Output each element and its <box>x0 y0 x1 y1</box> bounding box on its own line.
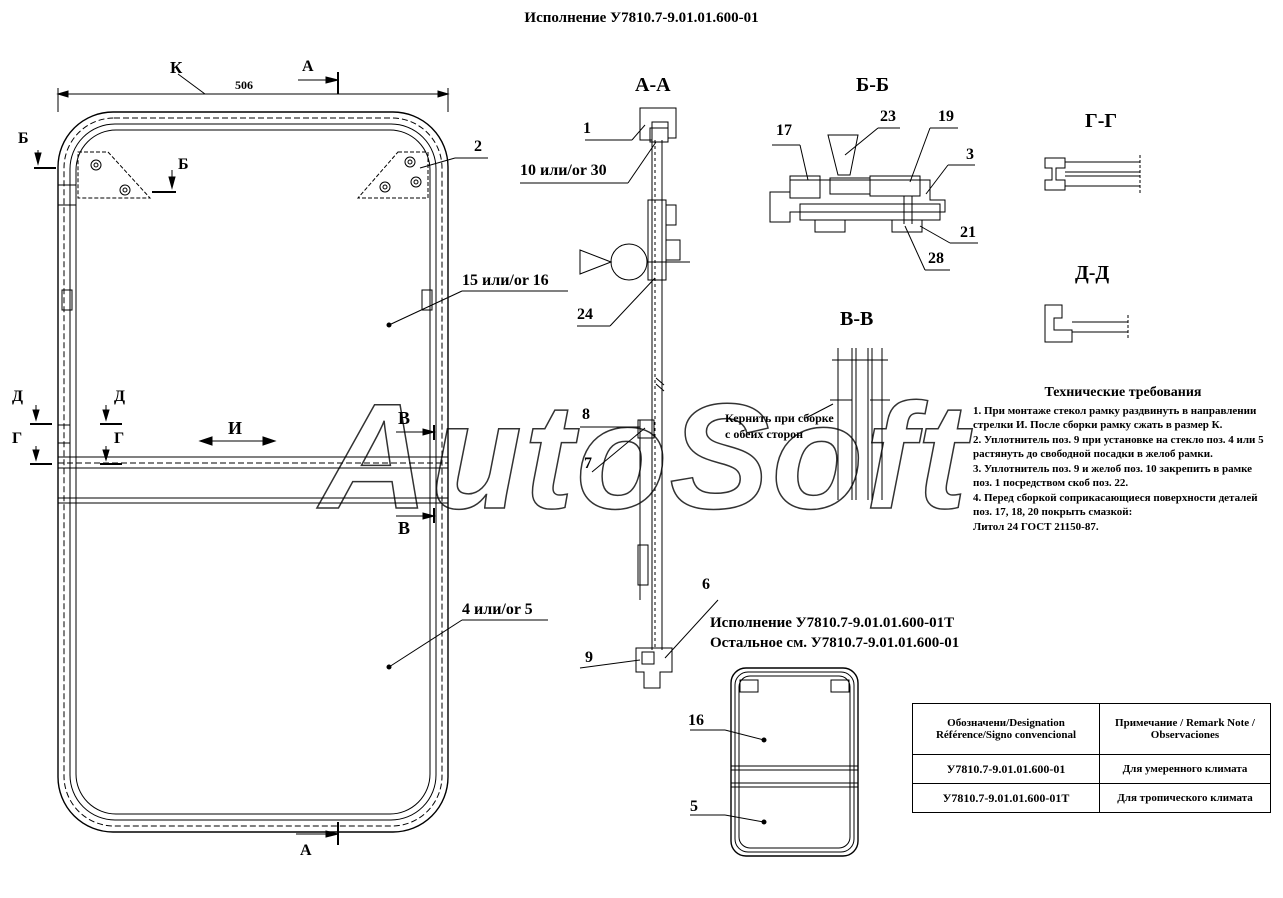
callout-23: 23 <box>880 108 896 125</box>
table-header-row: Обозначени/Designation Référence/Signo c… <box>912 703 1271 755</box>
marker-v-bottom: В <box>398 518 411 538</box>
callout-1: 1 <box>583 120 591 137</box>
callout-9: 9 <box>585 649 593 666</box>
section-aa-drawing <box>579 107 690 689</box>
marker-d-right: Д <box>114 388 126 405</box>
section-gg-drawing <box>1044 155 1141 195</box>
requirement-item: 4. Перед сборкой соприкасающиеся поверхн… <box>973 491 1258 519</box>
requirement-item: 3. Уплотнитель поз. 9 и желоб поз. 10 за… <box>973 462 1253 490</box>
marker-a-top: А <box>302 58 314 75</box>
designation-table: Обозначени/Designation Référence/Signo c… <box>912 703 1271 813</box>
punch-note: Кернить при сборке с обеих сторон <box>725 411 834 441</box>
callout-21: 21 <box>960 224 976 241</box>
table-cell-remark: Для тропического климата <box>1099 783 1271 813</box>
requirement-item: 1. При монтаже стекол рамку раздвинуть в… <box>973 404 1257 432</box>
watermark-autosoft: AutoSoft <box>319 371 970 541</box>
tropical-window-frame <box>730 667 859 857</box>
table-row: У7810.7-9.01.01.600-01 Для умеренного кл… <box>912 754 1271 784</box>
callout-3: 3 <box>966 146 974 163</box>
section-bb-drawing <box>769 134 946 233</box>
requirement-item: 2. Уплотнитель поз. 9 при установке на с… <box>973 433 1264 461</box>
callout-6: 6 <box>702 576 710 593</box>
tropical-line-1: Исполнение У7810.7-9.01.01.600-01Т <box>710 615 955 631</box>
section-title-bb: Б-Б <box>856 74 890 96</box>
main-window-frame <box>57 111 449 833</box>
marker-g-right: Г <box>114 430 125 447</box>
table-cell-remark: Для умеренного климата <box>1099 754 1271 784</box>
requirement-item: Литол 24 ГОСТ 21150-87. <box>973 520 1099 533</box>
tropical-line-2: Остальное см. У7810.7-9.01.01.600-01 <box>710 635 960 651</box>
section-title-dd: Д-Д <box>1075 262 1110 284</box>
marker-i: И <box>228 418 243 438</box>
table-row: У7810.7-9.01.01.600-01Т Для тропического… <box>912 783 1271 813</box>
section-vv-drawing <box>830 348 890 500</box>
marker-v-top: В <box>398 408 411 428</box>
drawing-title: Исполнение У7810.7-9.01.01.600-01 <box>524 10 759 26</box>
marker-a-bottom: А <box>300 842 312 859</box>
requirements-title: Технические требования <box>1044 385 1202 400</box>
callout-24: 24 <box>577 306 593 323</box>
corner-bracket-left <box>77 151 152 199</box>
callout-19: 19 <box>938 108 954 125</box>
section-title-gg: Г-Г <box>1085 110 1118 132</box>
callout-15-16: 15 или/or 16 <box>462 272 549 289</box>
marker-b-left: Б <box>18 130 29 147</box>
table-cell-designation: У7810.7-9.01.01.600-01 <box>912 754 1100 784</box>
table-header-designation: Обозначени/Designation Référence/Signo c… <box>912 703 1100 755</box>
section-dd-drawing <box>1044 304 1129 343</box>
callout-4-5: 4 или/or 5 <box>462 601 533 618</box>
callout-7: 7 <box>584 455 592 472</box>
marker-d-left: Д <box>12 388 24 405</box>
callout-10-30: 10 или/or 30 <box>520 162 607 179</box>
table-cell-designation: У7810.7-9.01.01.600-01Т <box>912 783 1100 813</box>
dimension-k-label: К <box>170 58 183 77</box>
callout-28: 28 <box>928 250 944 267</box>
marker-g-left: Г <box>12 430 23 447</box>
callout-17: 17 <box>776 122 792 139</box>
section-title-aa: А-А <box>635 74 671 96</box>
callout-8: 8 <box>582 406 590 423</box>
section-title-vv: В-В <box>840 308 874 330</box>
corner-bracket-right <box>356 151 429 199</box>
callout-5-small: 5 <box>690 798 698 815</box>
table-header-remark: Примечание / Remark Note / Observaciones <box>1099 703 1271 755</box>
technical-requirements: Технические требования 1. При монтаже ст… <box>973 385 1273 534</box>
dimension-width-value: 506 <box>235 78 253 92</box>
tropical-version-header: Исполнение У7810.7-9.01.01.600-01Т Остал… <box>710 613 959 653</box>
callout-16-small: 16 <box>688 712 704 729</box>
callout-2: 2 <box>474 138 482 155</box>
marker-b-right: Б <box>178 156 189 173</box>
